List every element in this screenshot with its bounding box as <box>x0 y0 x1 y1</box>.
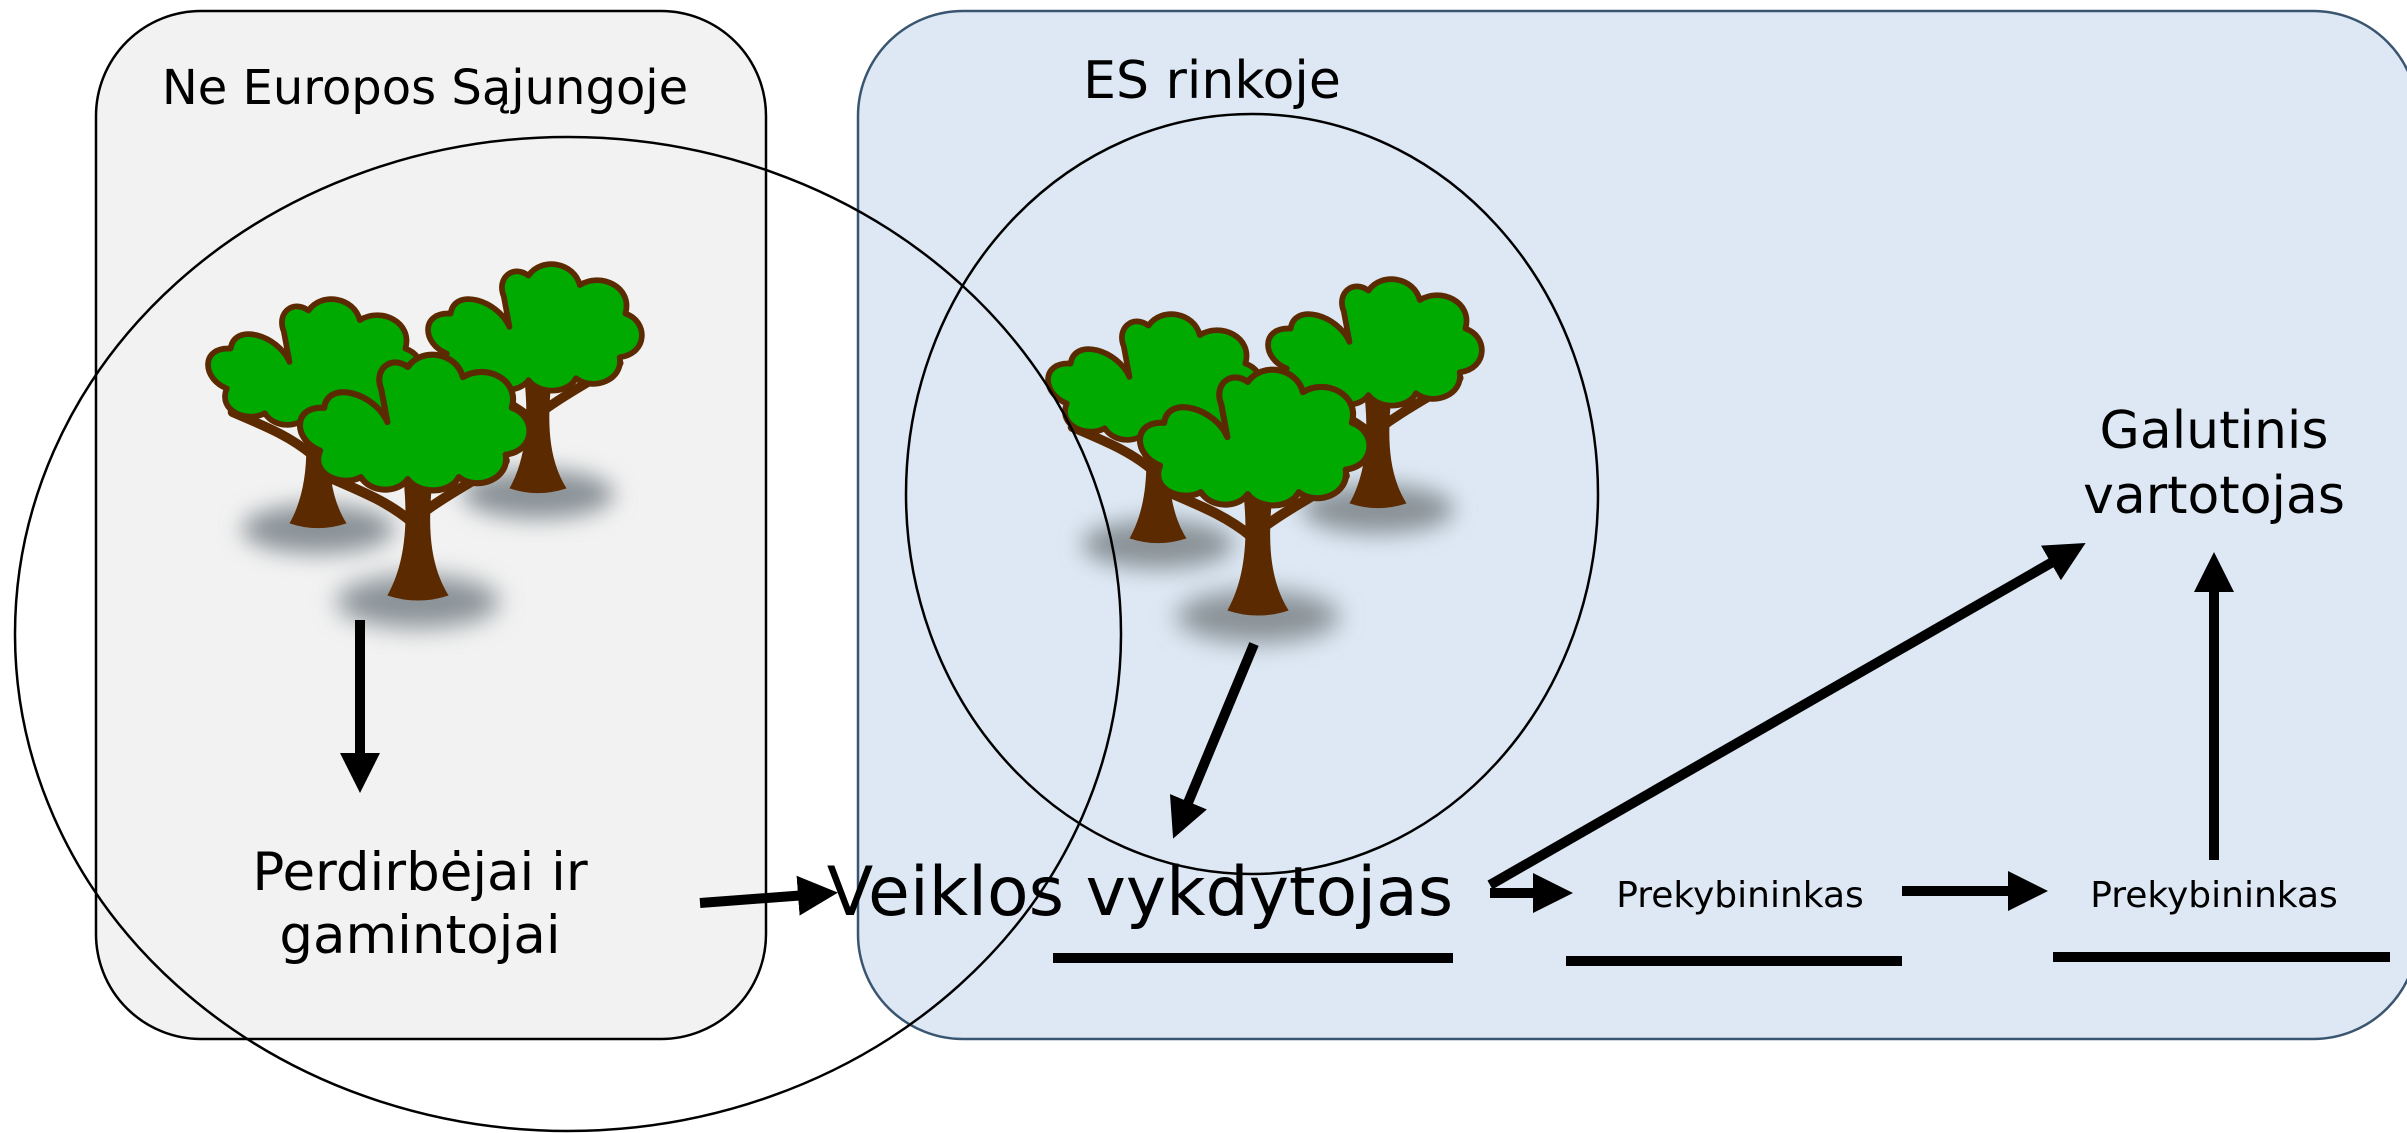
region-outside-eu <box>94 9 768 1041</box>
region-title-eu-market: ES rinkoje <box>1083 51 1341 111</box>
node-consumer-line1: Galutinis <box>2100 401 2329 461</box>
node-consumer-line2: vartotojas <box>2083 466 2345 526</box>
node-trader-1: Prekybininkas <box>1616 875 1864 916</box>
arrow-processors-to-operator <box>699 875 838 916</box>
node-processors-line1: Perdirbėjai ir <box>252 842 587 903</box>
node-trader-2: Prekybininkas <box>2090 875 2338 916</box>
region-eu-market <box>856 9 2407 1041</box>
arrow-eu-forest-to-operator <box>1169 642 1259 839</box>
node-operator: Veiklos vykdytojas <box>827 853 1453 932</box>
scope-ellipse-eu <box>904 112 1600 876</box>
arrow-operator-to-consumer <box>1487 543 2086 890</box>
region-title-outside-eu: Ne Europos Sąjungoje <box>162 60 688 116</box>
scope-ellipse-large <box>13 135 1123 1133</box>
node-processors-line2: gamintojai <box>279 905 560 966</box>
